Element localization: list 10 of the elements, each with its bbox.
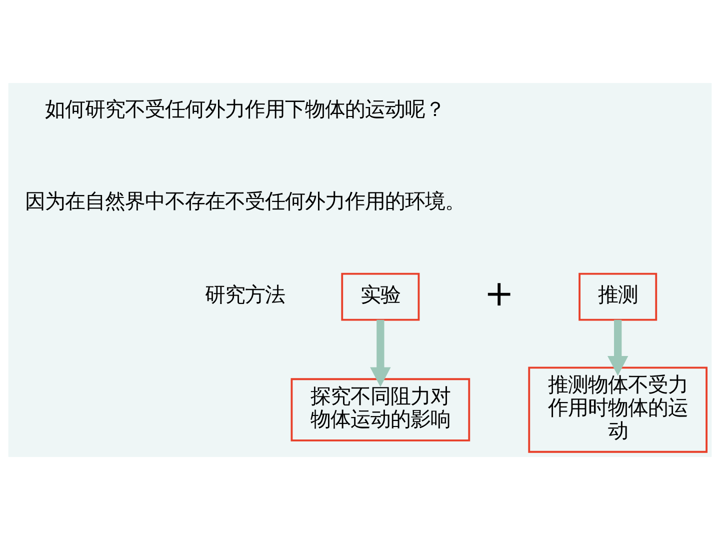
label: 研究方法 [205,282,286,307]
arrow [607,320,628,376]
node-box: 推测物体不受力作用时物体的运动 [528,366,708,453]
label: 因为在自然界中不存在不受任何外力作用的环境。 [25,188,466,213]
label: + [484,274,514,315]
node-box: 实验 [341,272,420,321]
arrow [370,320,391,388]
node-box: 探究不同阻力对物体运动的影响 [290,378,470,442]
label: 如何研究不受任何外力作用下物体的运动呢？ [45,96,446,121]
node-box: 推测 [578,272,658,321]
